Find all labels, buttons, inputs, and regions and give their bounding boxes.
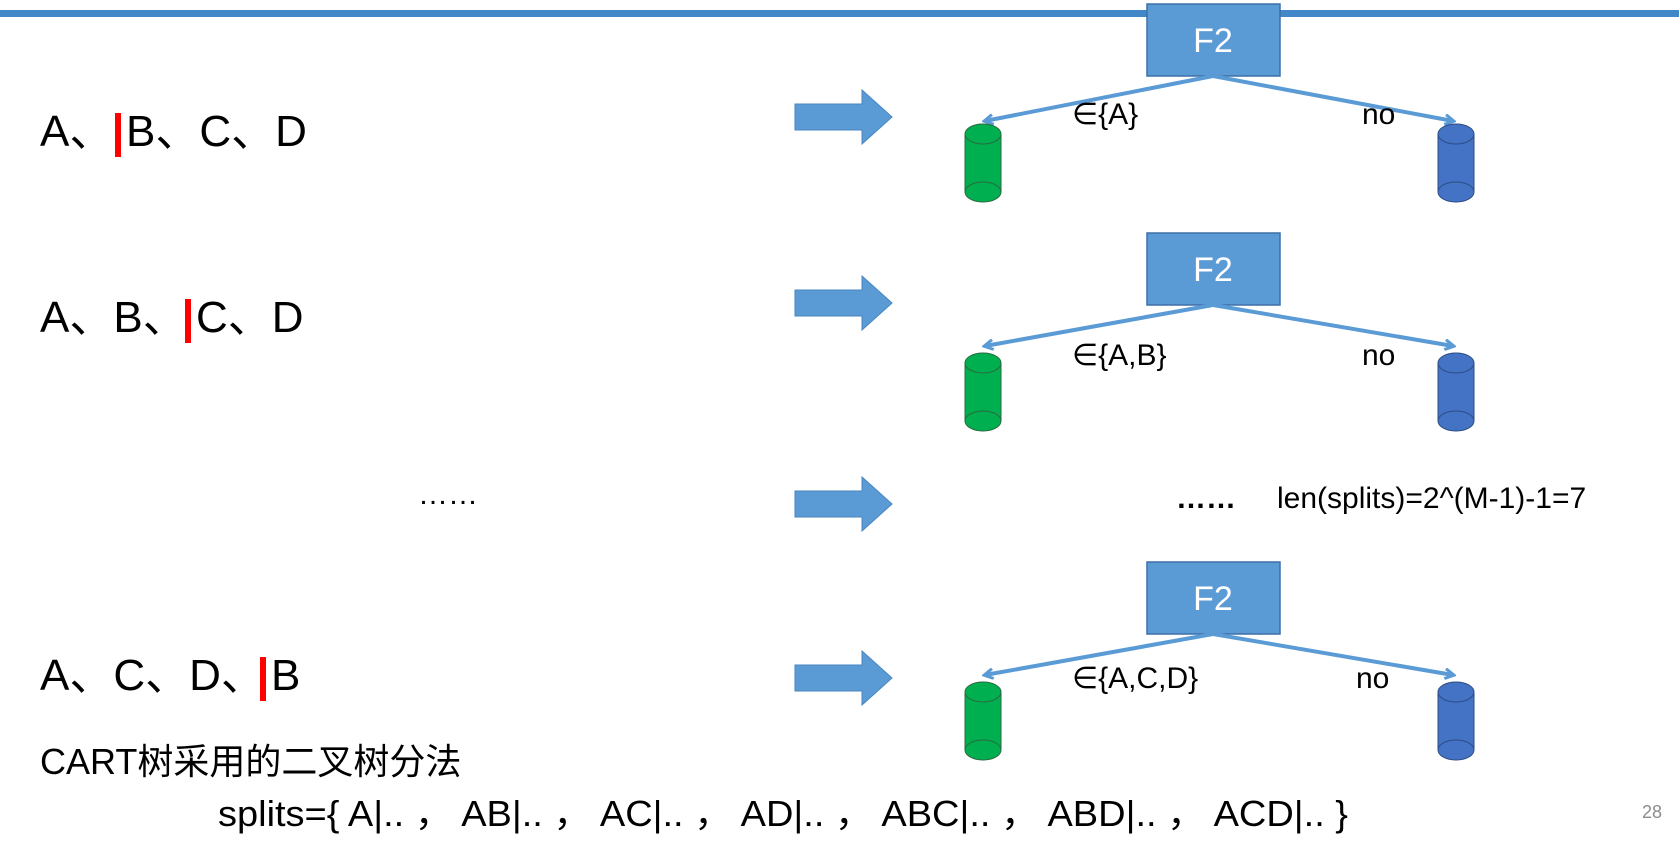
split-row-3: A、C、D、 B F2 ∈{A,C,D} no — [40, 561, 1475, 761]
decision-node — [1146, 3, 1281, 77]
left-edge-label: ∈{A,C,D} — [1072, 662, 1198, 695]
decision-node-label: F2 — [1193, 251, 1233, 289]
left-edge-label: ∈{A} — [1072, 98, 1138, 131]
sequence-before-split: A、B、 — [40, 293, 187, 342]
top-accent-bar — [0, 10, 1679, 17]
leaf-right-cylinder-icon — [1437, 352, 1475, 432]
right-arrow-icon — [794, 88, 893, 146]
sequence-after-split: B、C、D — [126, 107, 307, 156]
right-branch-edge — [1212, 632, 1453, 675]
split-marker — [115, 113, 121, 157]
sequence-before-split: A、C、D、 — [40, 651, 265, 700]
page-number: 28 — [1642, 802, 1662, 822]
ellipsis-right: …… — [1176, 482, 1236, 515]
leaf-right-cylinder-icon — [1437, 681, 1475, 761]
split-row-2: A、B、 C、D F2 ∈{A,B} no — [40, 232, 1475, 432]
left-edge-label: ∈{A,B} — [1072, 339, 1167, 372]
leaf-right-cylinder-icon — [1437, 123, 1475, 203]
ellipsis-left: …… — [418, 478, 478, 511]
decision-node — [1146, 232, 1281, 306]
right-branch-edge — [1212, 74, 1453, 121]
splits-list: splits={ A|.. ， AB|.. ， AC|.. ， AD|.. ， … — [218, 793, 1348, 834]
leaf-left-cylinder-icon — [964, 352, 1002, 432]
right-edge-label: no — [1362, 98, 1395, 131]
left-branch-edge — [985, 74, 1214, 121]
right-edge-label: no — [1362, 339, 1395, 372]
caption-title: CART树采用的二叉树分法 — [40, 741, 461, 782]
right-arrow-icon — [794, 274, 893, 332]
ellipsis-row: …… …… len(splits)=2^(M-1)-1=7 — [418, 475, 1586, 533]
sequence-after-split: C、D — [196, 293, 304, 342]
decision-node-label: F2 — [1193, 22, 1233, 60]
split-marker — [260, 657, 266, 701]
left-branch-edge — [985, 632, 1214, 675]
right-arrow-icon — [794, 475, 893, 533]
right-branch-edge — [1212, 303, 1453, 346]
splits-count-formula: len(splits)=2^(M-1)-1=7 — [1277, 482, 1586, 515]
decision-node — [1146, 561, 1281, 635]
decision-node-label: F2 — [1193, 580, 1233, 618]
right-arrow-icon — [794, 649, 893, 707]
right-edge-label: no — [1356, 662, 1389, 695]
leaf-left-cylinder-icon — [964, 681, 1002, 761]
sequence-before-split: A、 — [40, 107, 113, 156]
sequence-after-split: B — [271, 651, 300, 700]
leaf-left-cylinder-icon — [964, 123, 1002, 203]
split-marker — [185, 299, 191, 343]
left-branch-edge — [985, 303, 1214, 346]
split-row-1: A、 B、C、D F2 ∈{A} no — [40, 3, 1475, 203]
